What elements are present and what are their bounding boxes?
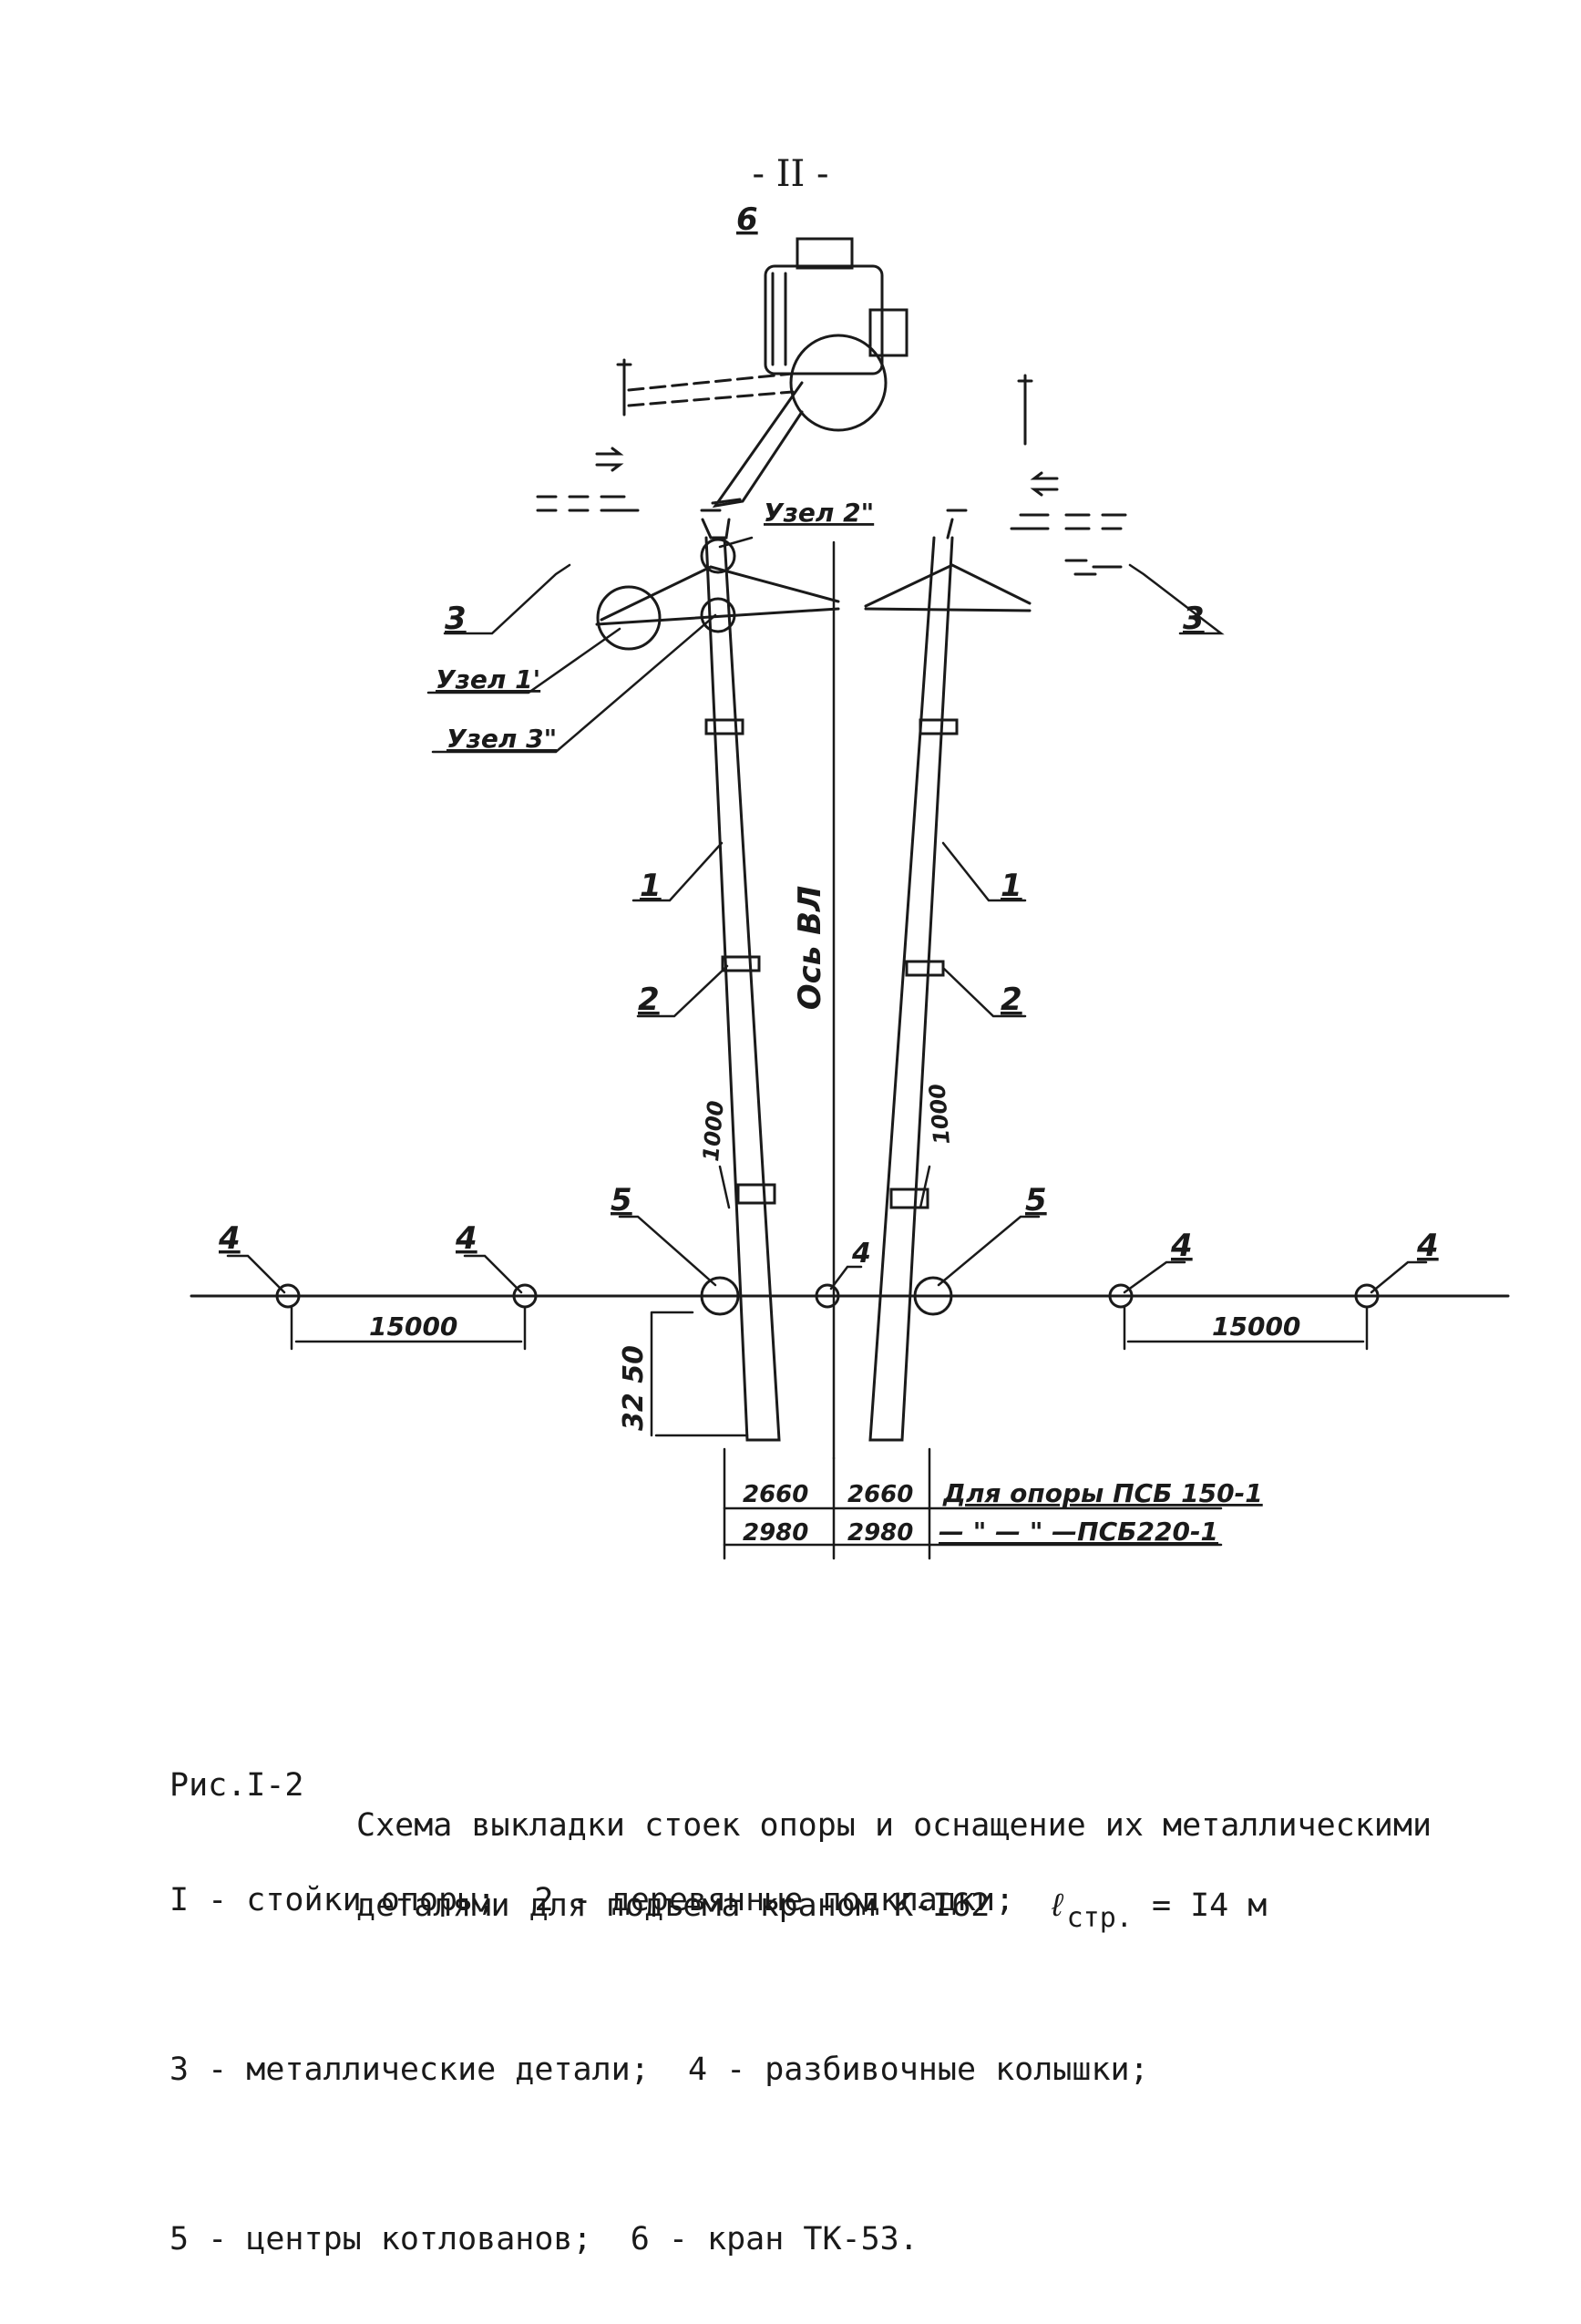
pole-layout-drawing: Ось ВЛ bbox=[190, 201, 1510, 1560]
dim-15000-left: 15000 bbox=[369, 1311, 457, 1342]
dimension-lines bbox=[290, 1165, 1369, 1560]
figure-caption: Рис.I-2 Схема выкладки стоек опоры и осн… bbox=[169, 1645, 1536, 1934]
caption-line-2: деталями для подъема краном К-I62 ℓстр. … bbox=[356, 1886, 1268, 1934]
label-4-c: 4 bbox=[851, 1238, 871, 1270]
left-pole bbox=[595, 509, 840, 1442]
page-number: - II - bbox=[752, 153, 829, 195]
label-3-right: 3 bbox=[1183, 601, 1205, 637]
axis-label: Ось ВЛ bbox=[792, 886, 828, 1011]
dim-psb150: Для опоры ПСБ 150-1 bbox=[942, 1478, 1263, 1508]
legend-line-2: 3 - металлические детали; 4 - разбивочны… bbox=[169, 2051, 1149, 2088]
label-4-d: 4 bbox=[1170, 1228, 1193, 1264]
label-6: 6 bbox=[736, 201, 758, 238]
label-1-right: 1 bbox=[1001, 868, 1022, 904]
label-uzel-3: Узел 3" bbox=[447, 724, 557, 754]
caption-line-1: Схема выкладки стоек опоры и оснащение и… bbox=[356, 1807, 1432, 1844]
label-uzel-2: Узел 2" bbox=[764, 498, 874, 528]
l-value: = I4 м bbox=[1151, 1887, 1268, 1924]
dim-15000-right: 15000 bbox=[1212, 1311, 1300, 1342]
l-symbol: ℓ bbox=[1047, 1887, 1067, 1924]
dim-3250: 32 50 bbox=[618, 1345, 650, 1431]
dim-2660-left: 2660 bbox=[743, 1481, 808, 1508]
label-1-left: 1 bbox=[640, 868, 662, 904]
label-4-a: 4 bbox=[218, 1220, 241, 1257]
label-4-e: 4 bbox=[1416, 1228, 1439, 1264]
label-3-left: 3 bbox=[445, 601, 467, 637]
dim-1000-right: 1000 bbox=[924, 1083, 955, 1146]
legend: I - стойки опоры; 2 - деревянные подклад… bbox=[169, 1759, 1149, 2324]
pit-centers bbox=[700, 1276, 953, 1316]
label-5-right: 5 bbox=[1025, 1182, 1047, 1219]
right-pole bbox=[864, 509, 1032, 1442]
motion-arrows bbox=[536, 447, 1127, 576]
label-2-left: 2 bbox=[638, 982, 660, 1018]
label-5-left: 5 bbox=[611, 1182, 632, 1219]
figure-label: Рис.I-2 bbox=[169, 1767, 304, 1804]
dim-psb220: — " — " —ПСБ220-1 bbox=[939, 1517, 1218, 1547]
label-4-b: 4 bbox=[455, 1220, 477, 1257]
label-2-right: 2 bbox=[1001, 982, 1022, 1018]
dim-2980-right: 2980 bbox=[847, 1519, 913, 1547]
label-uzel-1: Узел 1' bbox=[436, 664, 540, 694]
crane bbox=[616, 237, 1033, 509]
legend-line-1: I - стойки опоры; 2 - деревянные подклад… bbox=[169, 1882, 1015, 1918]
caption-line-2-text: деталями для подъема краном К-I62 bbox=[356, 1887, 991, 1924]
leader-lines bbox=[226, 536, 1428, 1294]
dim-1000-left: 1000 bbox=[698, 1100, 729, 1163]
legend-line-3: 5 - центры котлованов; 6 - кран ТК-53. bbox=[169, 2221, 919, 2257]
l-subscript: стр. bbox=[1066, 1902, 1133, 1934]
dim-2660-right: 2660 bbox=[847, 1481, 913, 1508]
dim-2980-left: 2980 bbox=[743, 1519, 808, 1547]
